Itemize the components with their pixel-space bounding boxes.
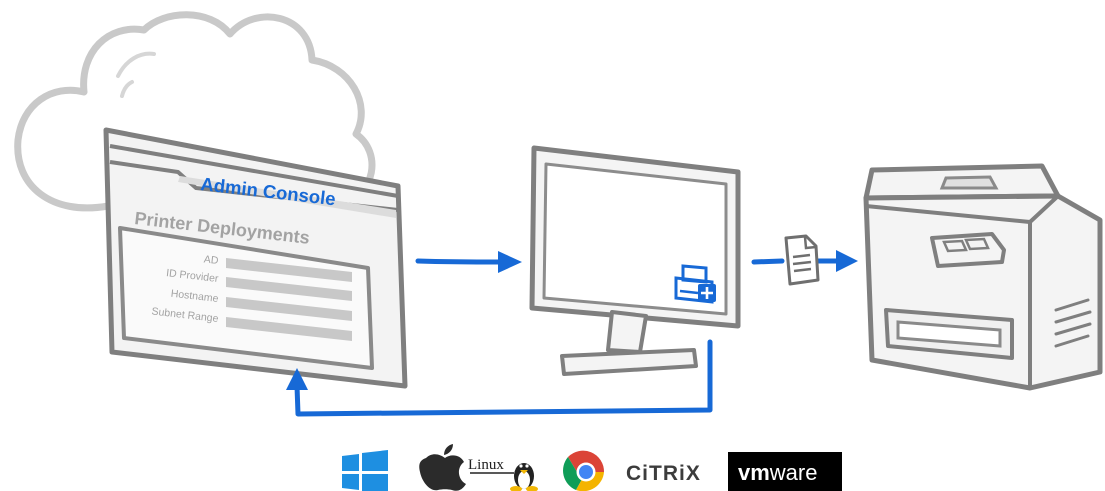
print-arrow [751,234,858,286]
field-label: Hostname [170,288,219,305]
field-label: AD [203,253,219,267]
citrix-icon: CiTRiX [626,462,701,485]
printer-add-icon [674,264,716,304]
field-row: Hostname [170,288,352,321]
cloud-icon [14,11,376,212]
admin-console-panel: Admin Console Printer Deployments AD ID … [103,127,408,389]
citrix-label: CiTRiX [626,462,701,485]
field-label: ID Provider [165,267,219,285]
field-row: ID Provider [165,267,352,301]
return-arrow [286,339,713,417]
field-row: AD [203,253,352,282]
linux-icon: Linux [468,457,538,491]
deploy-arrow [415,251,522,273]
printer-icon [863,163,1103,391]
platform-logos: Linux CiTRiX vmware [342,444,842,491]
chrome-icon [563,450,605,491]
vmware-label-ware: ware [769,460,818,485]
windows-icon [342,450,388,491]
apple-icon [419,444,466,491]
linux-label: Linux [468,457,504,473]
vmware-icon: vmware [728,452,842,491]
monitor-icon [529,145,741,376]
vmware-label-vm: vm [738,460,770,485]
svg-text:vmware: vmware [738,460,817,485]
document-icon [784,234,820,286]
